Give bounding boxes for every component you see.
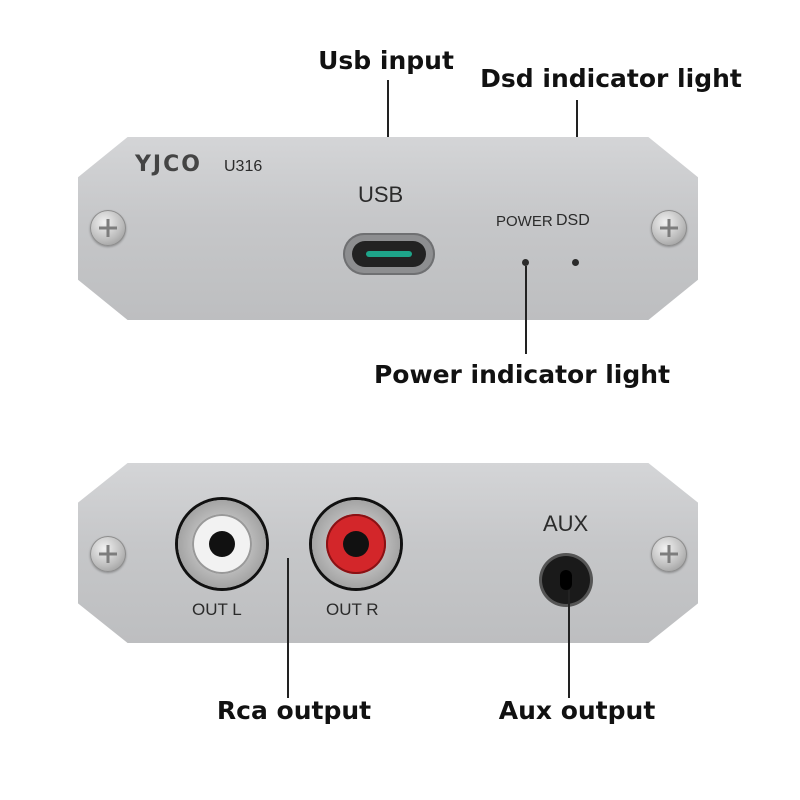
rca-right-ring bbox=[326, 514, 386, 574]
front-panel bbox=[78, 137, 698, 320]
rca-output-leader bbox=[287, 558, 289, 698]
usb-input-label: Usb input bbox=[318, 46, 454, 75]
usb-c-port-inner bbox=[352, 241, 426, 267]
rca-left-ring bbox=[192, 514, 252, 574]
power-indicator-leader bbox=[525, 266, 527, 354]
power-indicator-led bbox=[522, 259, 529, 266]
front-left-screw bbox=[90, 210, 126, 246]
usb-port-label: USB bbox=[358, 182, 404, 207]
dsd-indicator-label: Dsd indicator light bbox=[480, 64, 742, 93]
usb-c-tongue bbox=[366, 251, 412, 257]
brand-logo: YJCO bbox=[135, 152, 202, 177]
back-right-screw bbox=[651, 536, 687, 572]
power-indicator-label: Power indicator light bbox=[373, 360, 671, 389]
model-label: U316 bbox=[224, 158, 263, 175]
out-r-label: OUT R bbox=[326, 600, 379, 619]
power-led-label: POWER bbox=[496, 213, 553, 230]
rca-left-jack bbox=[178, 500, 266, 588]
rca-right-hole bbox=[343, 531, 369, 557]
rca-left-hole bbox=[209, 531, 235, 557]
aux-output-leader bbox=[568, 590, 570, 698]
out-l-label: OUT L bbox=[192, 600, 242, 619]
aux-output-label: Aux output bbox=[498, 696, 656, 725]
aux-hole bbox=[560, 570, 572, 590]
aux-port-label: AUX bbox=[543, 511, 589, 536]
rca-right-jack bbox=[312, 500, 400, 588]
back-left-screw bbox=[90, 536, 126, 572]
front-right-screw bbox=[651, 210, 687, 246]
dsd-led-label: DSD bbox=[556, 212, 590, 229]
aux-jack bbox=[542, 556, 590, 604]
dsd-indicator-led bbox=[572, 259, 579, 266]
usb-c-port bbox=[343, 233, 435, 275]
rca-output-label: Rca output bbox=[216, 696, 372, 725]
